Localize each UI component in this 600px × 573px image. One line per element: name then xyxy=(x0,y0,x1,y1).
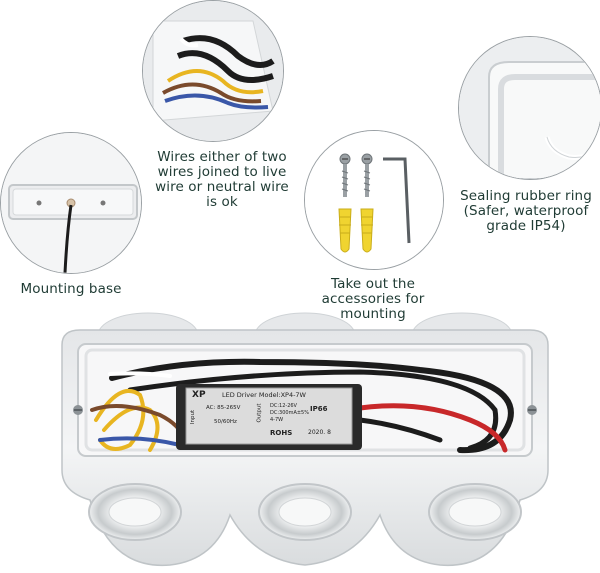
lens-row xyxy=(88,483,522,541)
driver-model: LED Driver Model:XP4-7W xyxy=(222,391,306,399)
driver-cert: ROHS xyxy=(270,429,293,437)
driver-input-spec-2: 50/60Hz xyxy=(214,419,237,425)
wires-closeup xyxy=(142,0,284,142)
allen-key-icon xyxy=(383,157,411,244)
caption-wires: Wires either of two wires joined to live… xyxy=(155,149,289,210)
driver-output-label: Output xyxy=(256,403,263,423)
wire-bundle xyxy=(90,358,514,454)
wall-anchor-icon xyxy=(338,208,374,253)
caption-mounting-base: Mounting base xyxy=(20,281,122,297)
mounting-base-closeup xyxy=(0,132,142,274)
driver-label: XP LED Driver Model:XP4-7W Input AC: 85-… xyxy=(186,388,352,444)
accessories-closeup xyxy=(304,130,444,270)
screw-icon xyxy=(73,405,537,415)
driver-input-label: Input xyxy=(190,409,197,425)
led-driver xyxy=(176,384,362,450)
driver-date: 2020. 8 xyxy=(308,429,331,436)
caption-sealing: Sealing rubber ring (Safer, waterproof g… xyxy=(460,188,592,234)
driver-output-spec-3: 4-7W xyxy=(270,417,284,423)
driver-output-spec-1: DC:12-26V xyxy=(270,403,297,409)
screw-icon xyxy=(339,153,373,197)
driver-output-spec-2: DC:300mA±5% xyxy=(270,410,309,416)
caption-accessories: Take out the accessories for mounting xyxy=(321,276,425,322)
driver-rating: IP66 xyxy=(310,405,328,413)
driver-input-spec-1: AC: 85-265V xyxy=(206,405,241,411)
driver-brand: XP xyxy=(192,390,206,400)
sealing-ring-closeup xyxy=(458,36,600,180)
